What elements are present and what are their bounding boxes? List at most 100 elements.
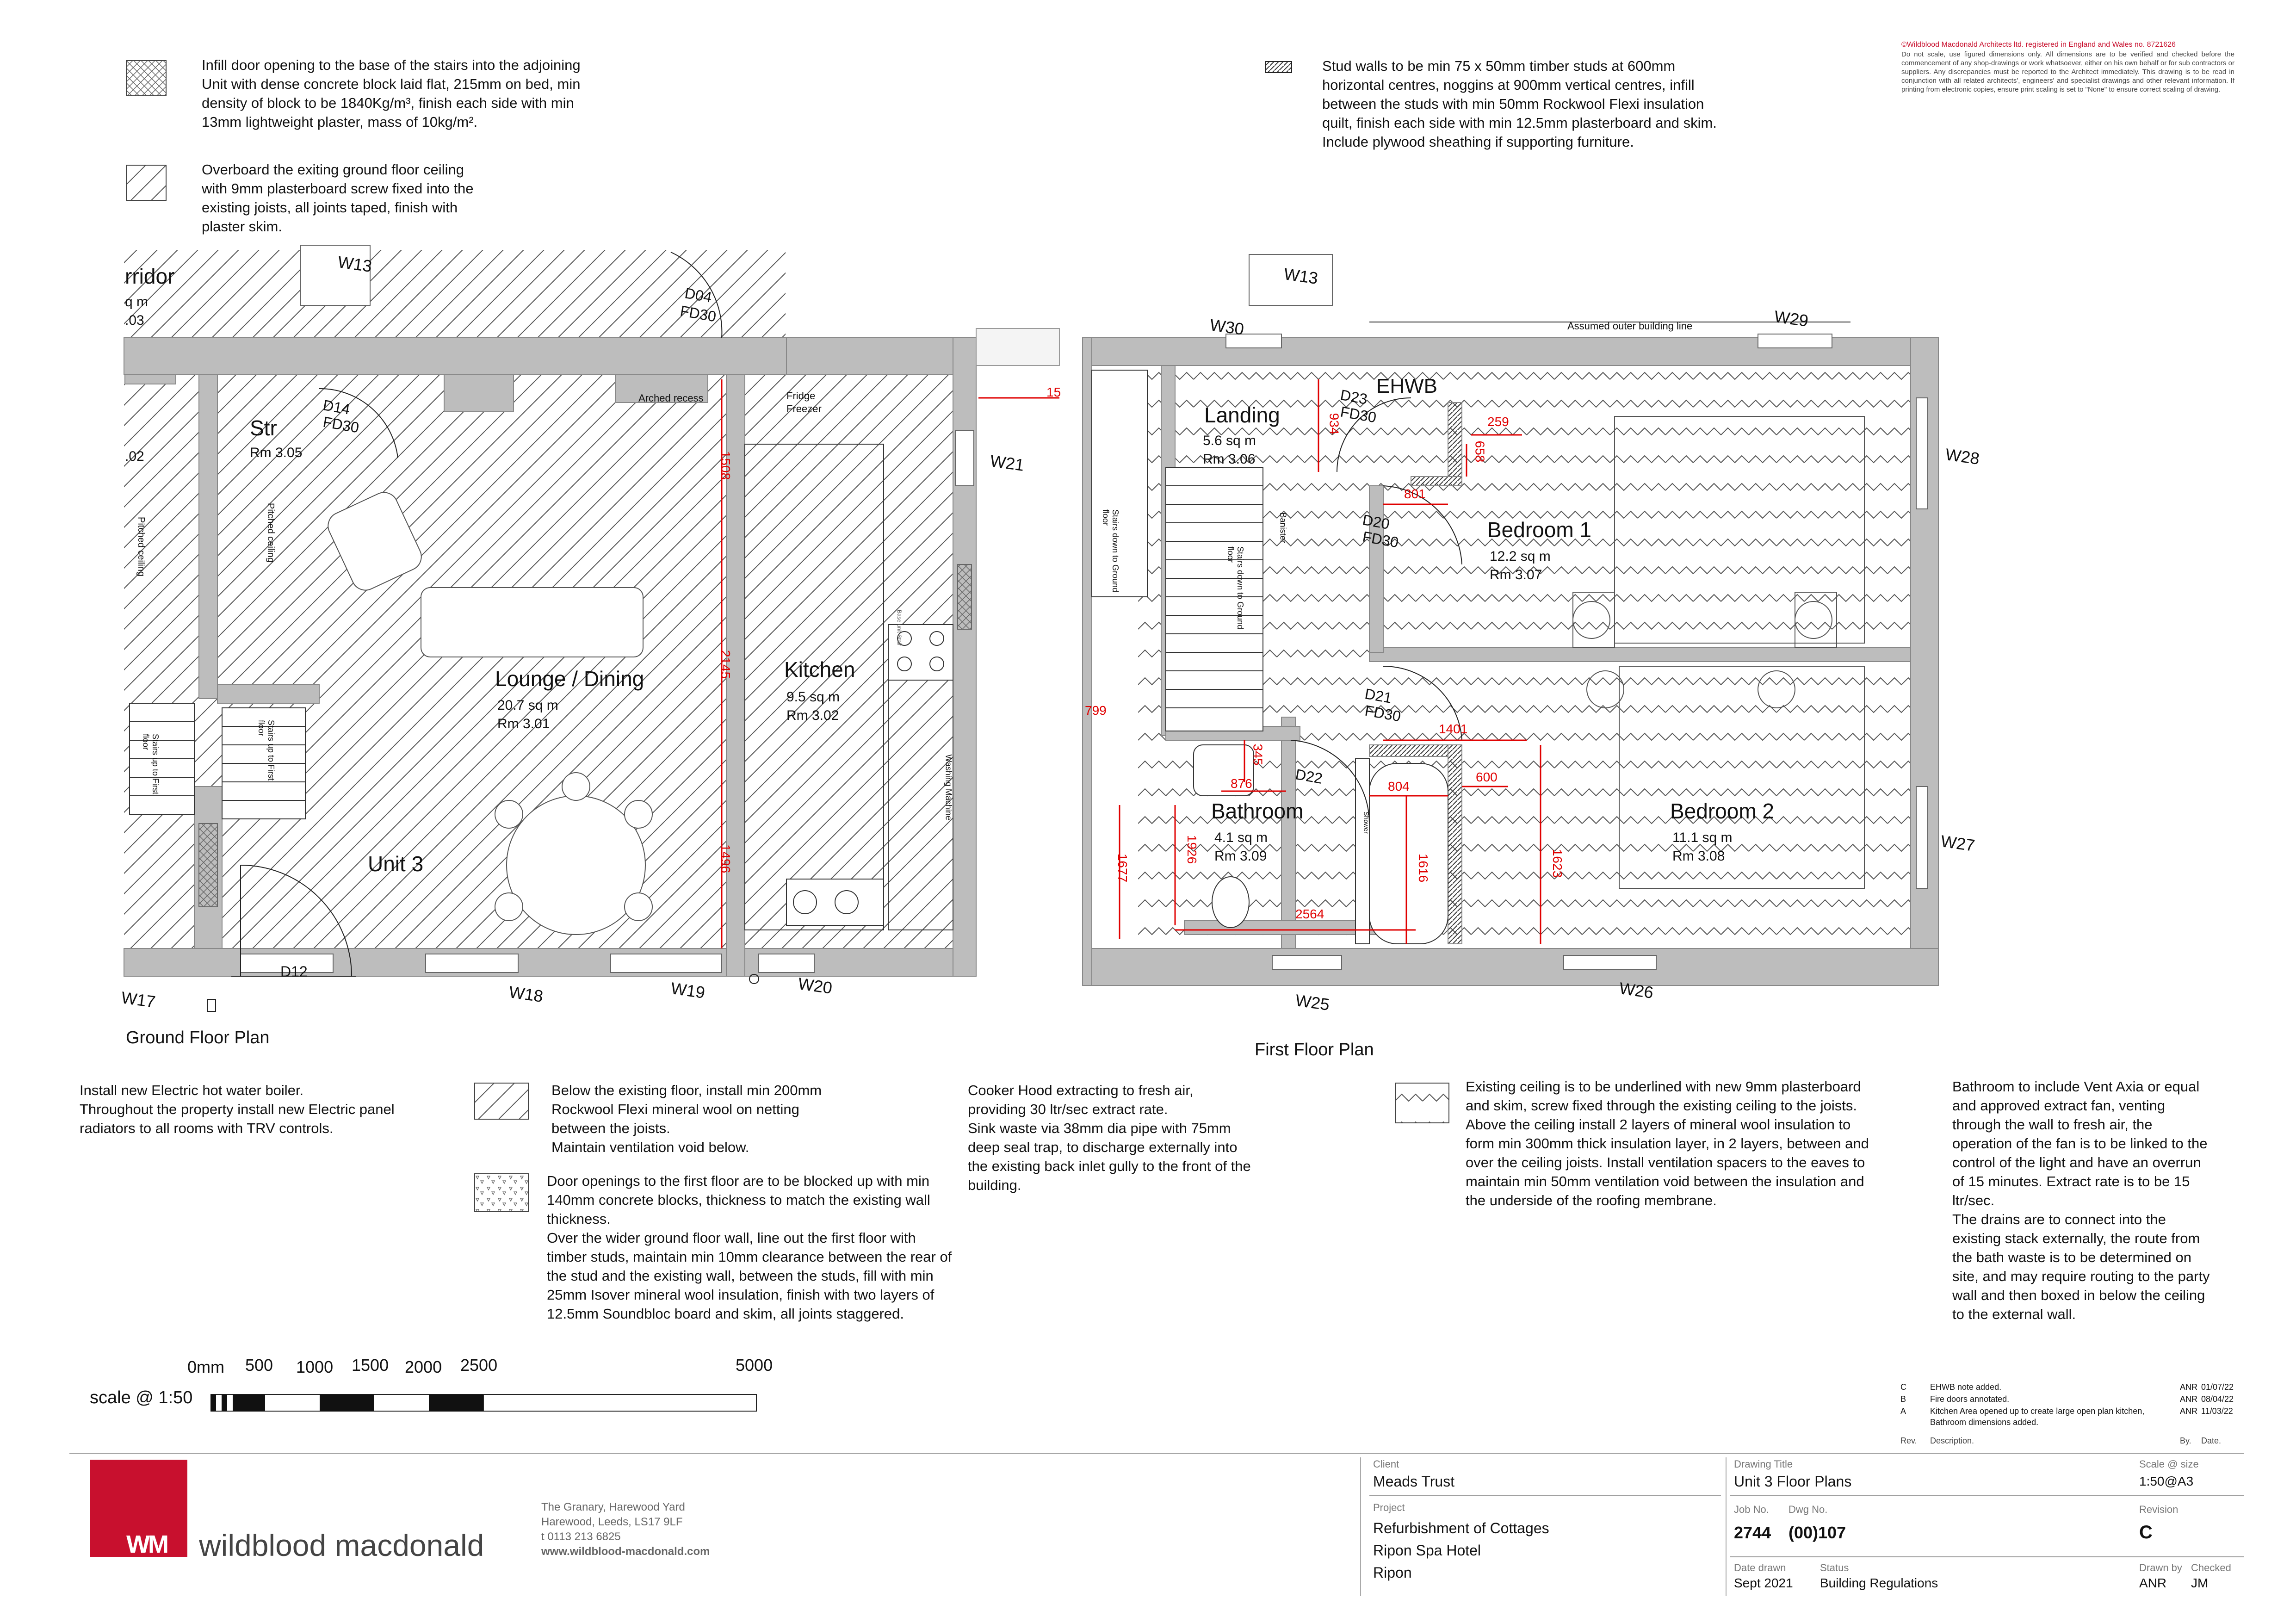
infill-key-swatch — [126, 60, 167, 96]
gf-pitched-1: Pitched ceiling — [136, 517, 146, 576]
scale-size-value: 1:50@A3 — [2139, 1474, 2194, 1488]
project-line-2: Ripon Spa Hotel — [1373, 1542, 1481, 1559]
ff-dim-804: 804 — [1388, 779, 1410, 793]
scale-tick-1000: 1000 — [296, 1357, 334, 1376]
rev-code: C — [1900, 1382, 1906, 1392]
gf-corridor-area: q m — [125, 294, 149, 310]
dwg-label: Dwg No. — [1789, 1504, 1828, 1515]
lounge-furniture — [328, 492, 653, 935]
job-rule — [1730, 1556, 2244, 1557]
scale-tick-0: 0mm — [187, 1357, 224, 1376]
dwg-value: (00)107 — [1789, 1523, 1846, 1542]
ff-dim-801: 801 — [1404, 487, 1426, 501]
ff-bed2-label: Bedroom 2 — [1670, 799, 1775, 823]
job-value: 2744 — [1734, 1523, 1771, 1542]
ff-bed2-area: 11.1 sq m — [1672, 830, 1733, 845]
gf-corridor-rm: .03 — [125, 313, 144, 328]
ff-dim-2564: 2564 — [1295, 907, 1324, 921]
ground-floor-plan — [124, 245, 1060, 1012]
gf-lounge-rm: Rm 3.01 — [497, 716, 550, 731]
gf-base-unit: Base unit Stair — [896, 609, 903, 646]
beds — [1572, 416, 1865, 889]
rev-by: ANR — [2180, 1382, 2198, 1392]
ff-bed2-rm: Rm 3.08 — [1672, 849, 1725, 864]
project-label: Project — [1373, 1502, 1405, 1513]
gf-arched: Arched recess — [638, 392, 704, 404]
gf-corridor-label: rridor — [125, 264, 175, 288]
ff-dim-1616: 1616 — [1416, 853, 1431, 883]
outside-hatch-area — [124, 250, 786, 338]
gf-store-rm: Rm 3.05 — [250, 445, 303, 460]
gf-lounge-label: Lounge / Dining — [495, 667, 644, 691]
client-label: Client — [1373, 1458, 1399, 1470]
rev-code: B — [1900, 1394, 1906, 1404]
ff-bed1-rm: Rm 3.07 — [1490, 567, 1542, 582]
brand-mark: WM — [126, 1530, 169, 1558]
revision-list: C EHWB note added. ANR 01/07/22 B Fire d… — [1900, 1381, 2243, 1447]
scale-tick-1500: 1500 — [352, 1356, 389, 1375]
gf-left-area: .02 — [125, 449, 144, 464]
ground-dims — [721, 379, 1059, 948]
scale-size-label: Scale @ size — [2139, 1458, 2199, 1470]
rev-header-date: Date. — [2201, 1436, 2222, 1445]
bathroom-note: Bathroom to include Vent Axia or equal a… — [1952, 1078, 2210, 1322]
brand-name: wildblood macdonald — [199, 1528, 484, 1562]
boiler-note: Install new Electric hot water boiler. T… — [80, 1082, 395, 1136]
rev-date: 08/04/22 — [2201, 1394, 2234, 1404]
ff-dim-259: 259 — [1487, 415, 1509, 429]
revision-value: C — [2139, 1522, 2153, 1542]
ff-stairs-down-1: Stairs down to Ground floor — [1101, 509, 1120, 593]
gf-kitchen-area: 9.5 sq m — [786, 689, 840, 705]
ff-ehwb: EHWB — [1376, 375, 1437, 397]
rev-desc: Fire doors annotated. — [1930, 1394, 2010, 1404]
revision-row: C EHWB note added. ANR 01/07/22 — [1900, 1381, 2243, 1394]
gf-stairs-1: Stairs up to First floor — [141, 734, 160, 795]
ff-dim-345: 345 — [1250, 743, 1265, 766]
gf-stairs-2: Stairs up to First floor — [257, 720, 276, 781]
ff-dim-934: 934 — [1327, 413, 1342, 435]
kitchen-units — [744, 444, 953, 930]
overboard-note: Overboard the exiting ground floor ceili… — [202, 161, 474, 235]
rev-code: A — [1900, 1406, 1906, 1416]
copyright-text: Do not scale, use figured dimensions onl… — [1901, 50, 2234, 93]
ceiling-note: Existing ceiling is to be underlined wit… — [1466, 1078, 1869, 1208]
ff-bath-rm: Rm 3.09 — [1214, 849, 1267, 864]
floor-insulation-note: Below the existing floor, install min 20… — [551, 1082, 822, 1155]
gf-dim-1496: 1496 — [718, 844, 733, 873]
project-line-3: Ripon — [1373, 1564, 1412, 1581]
door-block-note: Door openings to the first floor are to … — [547, 1173, 952, 1322]
website[interactable]: www.wildblood-macdonald.com — [541, 1545, 710, 1558]
gf-kitchen-label: Kitchen — [784, 657, 855, 681]
scale-bar-graphic — [210, 1394, 757, 1412]
ground-walls — [124, 337, 977, 977]
first-dims — [1119, 379, 1541, 944]
client-value: Meads Trust — [1373, 1473, 1455, 1490]
gf-dim-2145: 2145 — [718, 650, 733, 679]
rev-header-by: By. — [2180, 1436, 2191, 1445]
date-label: Date drawn — [1734, 1562, 1786, 1573]
door-d04-swing — [670, 252, 723, 338]
scale-tick-2500: 2500 — [460, 1356, 498, 1375]
checked-value: JM — [2191, 1576, 2209, 1590]
door-d14-swing — [319, 388, 398, 458]
gf-lounge-area: 20.7 sq m — [497, 698, 558, 713]
title-block-rule — [69, 1453, 2244, 1454]
first-stairs — [1091, 370, 1263, 731]
copyright-title: ©Wildblood Macdonald Architects ltd. reg… — [1901, 41, 2176, 49]
floor-insulation-swatch — [474, 1083, 529, 1120]
gf-pitched-2: Pitched ceiling — [265, 503, 276, 563]
ff-dim-600: 600 — [1476, 770, 1498, 784]
title-block-divider-1 — [1360, 1457, 1361, 1596]
ff-dim-1401: 1401 — [1439, 722, 1468, 736]
rev-date: 11/03/22 — [2201, 1406, 2233, 1416]
copyright-block: ©Wildblood Macdonald Architects ltd. reg… — [1901, 40, 2234, 94]
gf-d12: D12 — [280, 963, 308, 980]
ff-dim-1623: 1623 — [1550, 849, 1565, 878]
first-walls — [1082, 337, 1939, 986]
practice-address: The Granary, Harewood Yard Harewood, Lee… — [541, 1500, 710, 1559]
address-line-2: Harewood, Leeds, LS17 9LF — [541, 1516, 683, 1528]
ff-outer-line: Assumed outer building line — [1567, 320, 1693, 332]
address-line-1: The Granary, Harewood Yard — [541, 1501, 685, 1513]
title-rule — [1730, 1495, 2244, 1496]
gf-fridge: Fridge — [786, 390, 816, 402]
